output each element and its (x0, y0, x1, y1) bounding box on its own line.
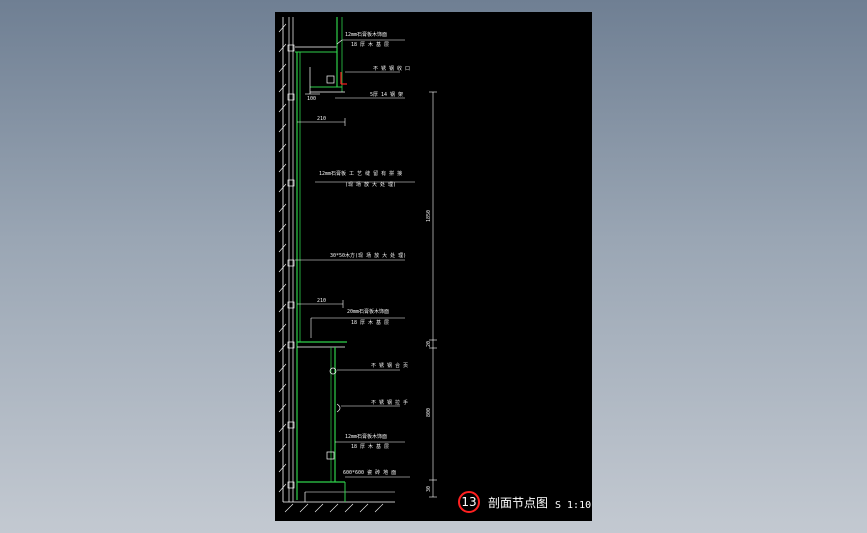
annotation-2: 18 厚 木 基 层 (351, 41, 389, 48)
title-block: 13 剖面节点图 S 1:10 (458, 491, 591, 513)
drawing-title: 剖面节点图 (488, 496, 548, 510)
dim-right-top: 1850 (426, 210, 432, 222)
dim-left-a: 100 (307, 96, 316, 102)
annotation-1: 12mm石膏板木饰面 (345, 31, 387, 38)
floor-hatch (283, 491, 395, 513)
dim-left-b: 210 (317, 116, 326, 122)
annotation-4: 5厚 14 钢 架 (370, 91, 403, 98)
annotation-3: 不 锈 钢 收 口 (373, 65, 410, 72)
dim-right-low: 800 (426, 408, 432, 417)
left-dimensions (297, 93, 346, 308)
title-number: 13 (461, 495, 476, 509)
drawing-scale: S 1:10 (555, 500, 591, 511)
annotation-7: 30*50木方(现 场 放 大 处 理) (330, 252, 406, 259)
annotation-14: 600*600 瓷 砖 地 面 (343, 469, 396, 476)
annotation-5: 12mm石膏板 工 艺 缝 留 有 拼 接 (319, 170, 402, 177)
annotation-9: 18 厚 木 基 层 (351, 319, 389, 326)
frame-lines (288, 17, 347, 502)
accent-mark (340, 72, 347, 85)
annotation-12: 12mm石膏板木饰面 (345, 433, 387, 440)
wall-hatch (278, 17, 287, 502)
cad-viewport[interactable]: 100 210 210 1850 20 800 30 12mm石膏板木饰面 18… (275, 12, 592, 521)
hardware (329, 367, 341, 413)
dim-right-bottom: 30 (426, 486, 432, 492)
annotation-6: (现 场 放 大 处 理) (345, 181, 396, 188)
annotation-8: 20mm石膏板木饰面 (347, 308, 389, 315)
annotation-10: 不 锈 钢 合 页 (371, 362, 408, 369)
dim-left-c: 210 (317, 298, 326, 304)
wall-anchors (287, 44, 335, 489)
dim-right-mid: 20 (426, 341, 432, 347)
leader-lines (295, 39, 415, 478)
right-dimension-line (429, 91, 437, 498)
section-drawing: 100 210 210 1850 20 800 30 12mm石膏板木饰面 18… (278, 17, 591, 513)
title-number-circle (458, 491, 480, 513)
annotation-13: 18 厚 木 基 层 (351, 443, 389, 450)
annotation-11: 不 锈 钢 拉 手 (371, 399, 408, 406)
